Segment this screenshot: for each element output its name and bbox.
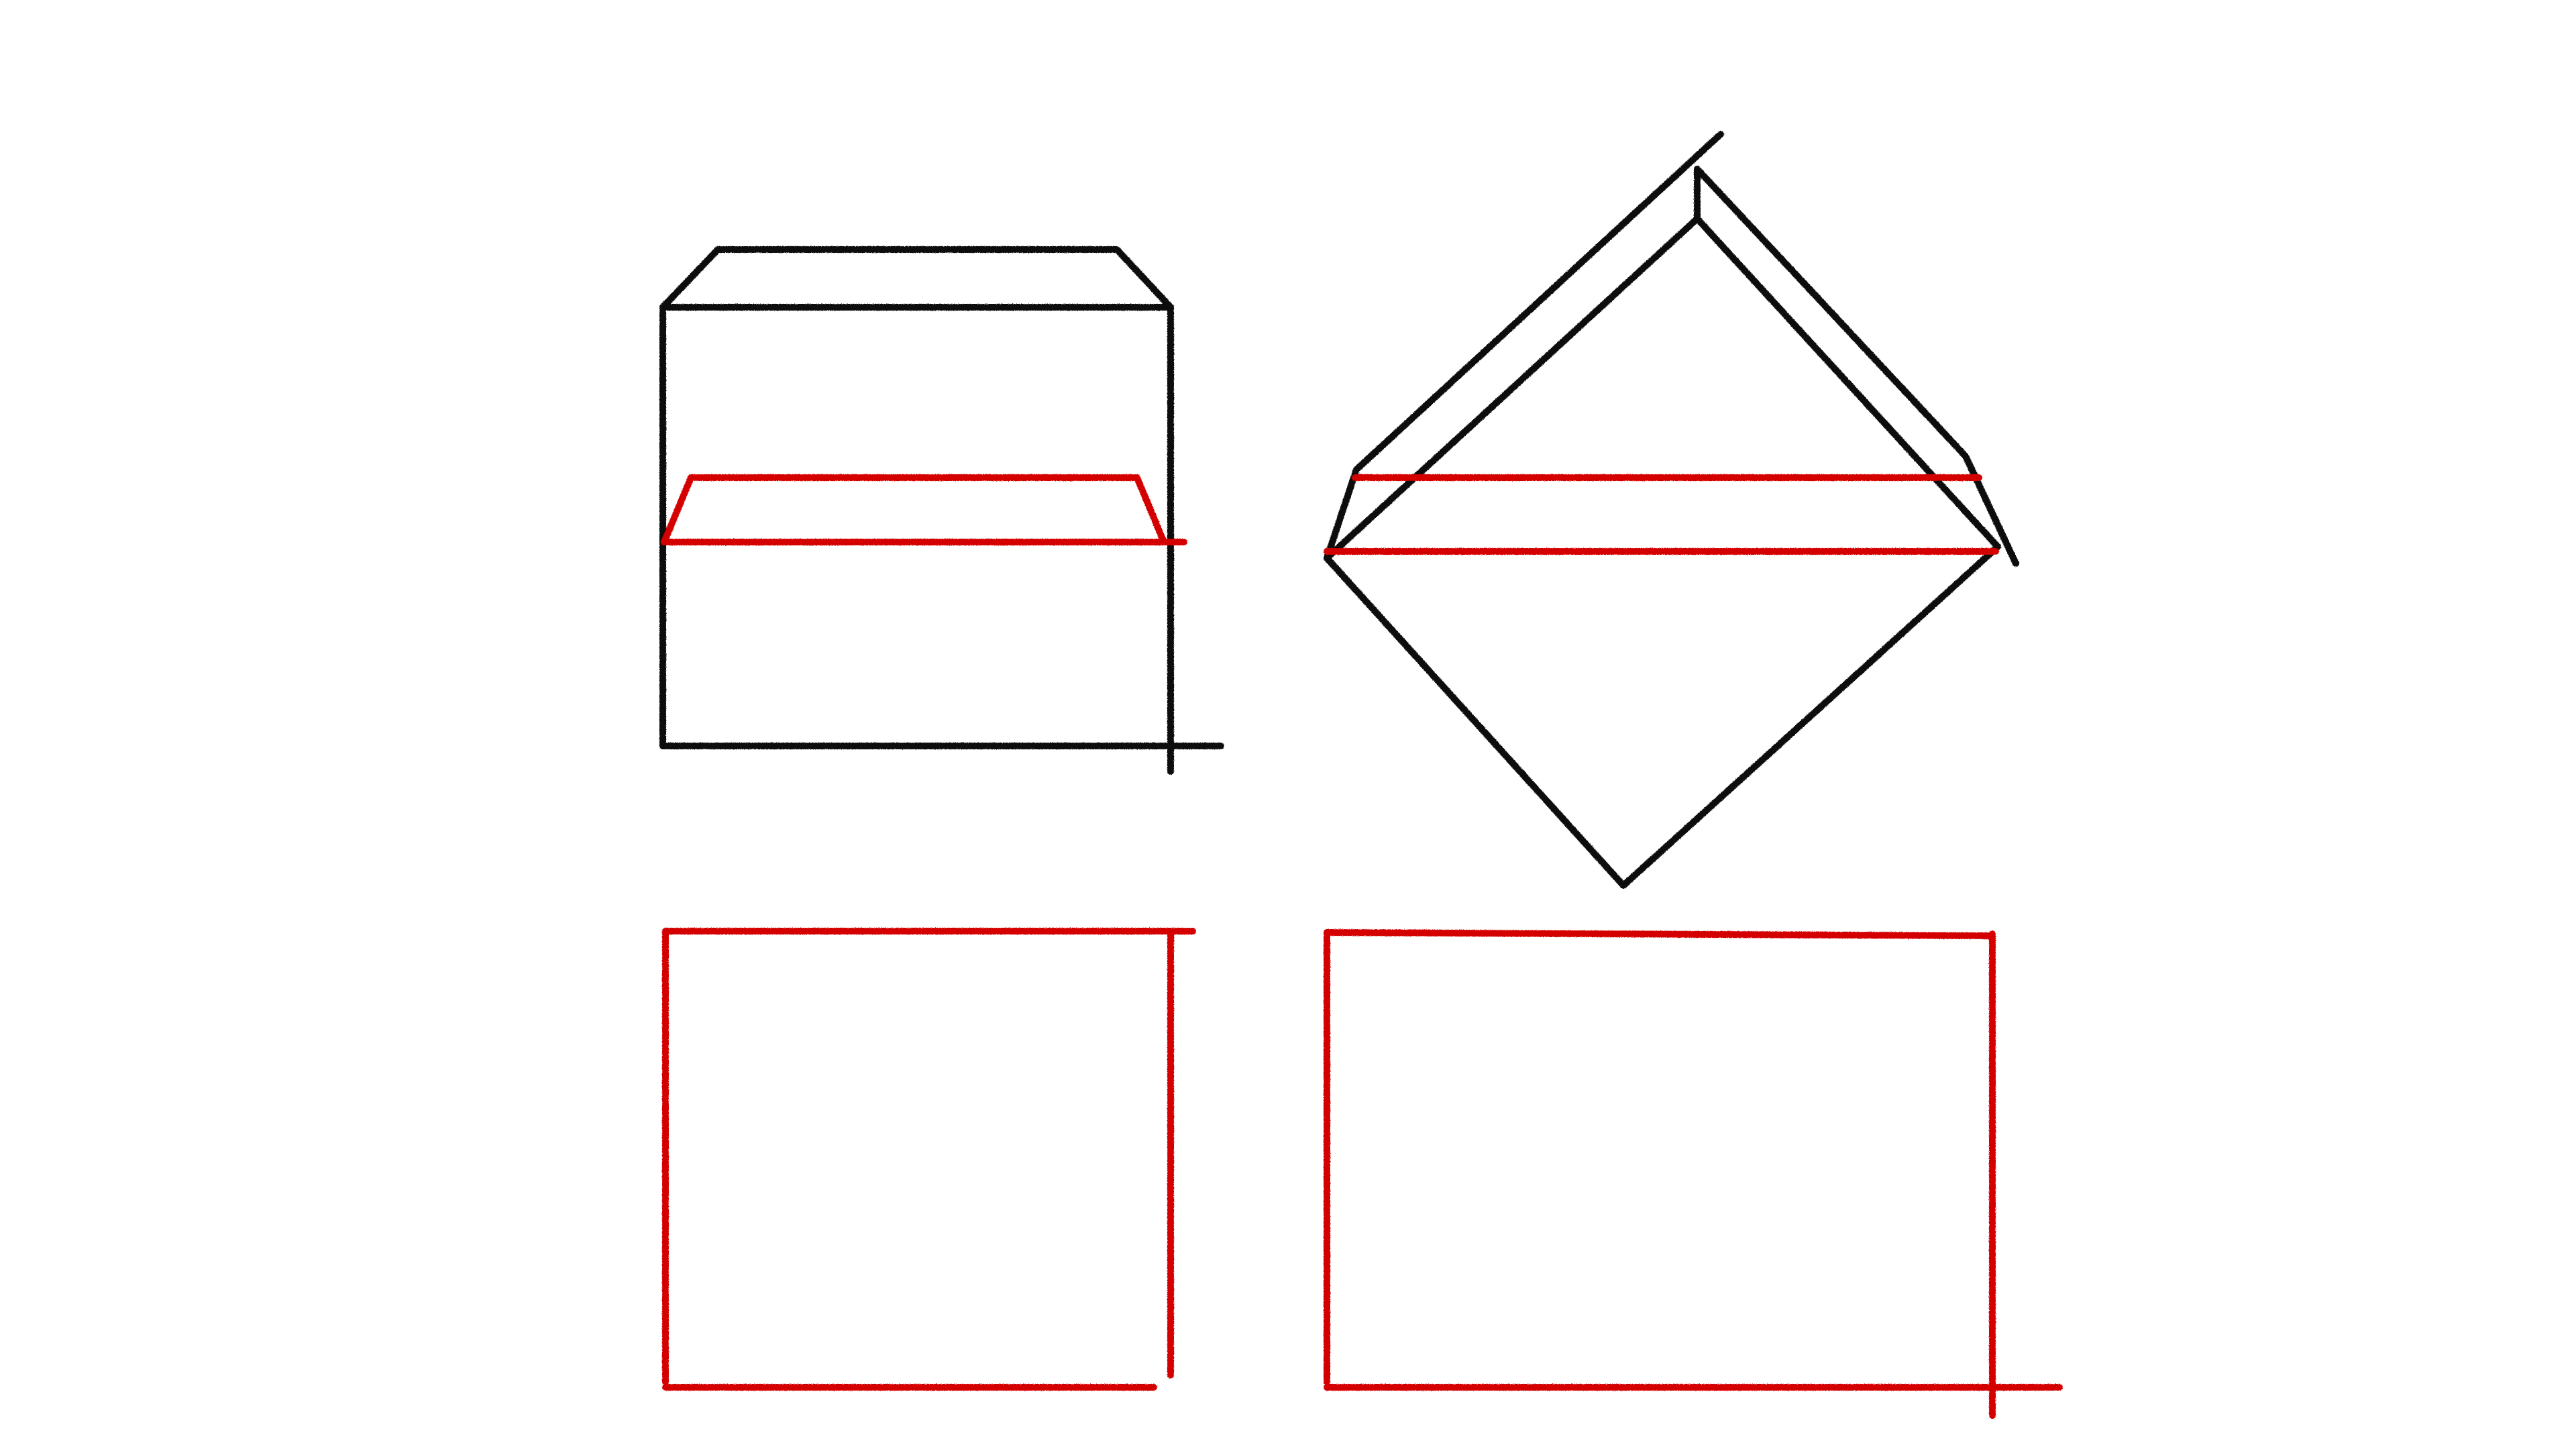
rectangle-section — [1324, 929, 2063, 1419]
rotated-cube — [1324, 131, 2019, 889]
guide-lines — [161, 407, 2392, 629]
square-section — [662, 928, 1196, 1391]
front-facing-cube — [659, 246, 1224, 775]
cube-cross-section — [661, 474, 1187, 545]
rotated-cube-cross-section — [1324, 474, 1999, 555]
